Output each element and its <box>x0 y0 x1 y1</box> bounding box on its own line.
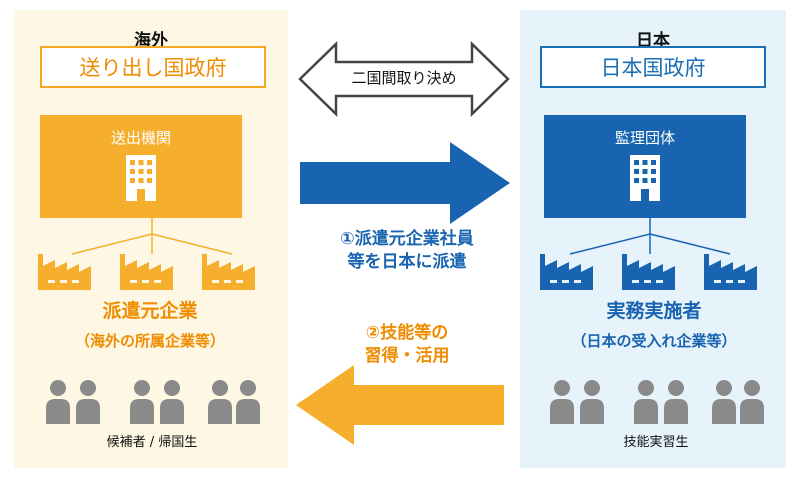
factory-icon <box>202 254 255 290</box>
person-icon <box>160 380 184 424</box>
person-icon <box>130 380 154 424</box>
person-icon <box>740 380 764 424</box>
skills-return-arrow <box>296 365 504 445</box>
supervising-organization-label: 監理団体 <box>614 129 675 147</box>
sending-companies-title: 派遣元企業 <box>102 300 198 322</box>
sending-government-label: 送り出し国政府 <box>79 56 227 80</box>
candidates-people-icons <box>46 380 260 424</box>
japan-government-label: 日本国政府 <box>600 56 706 80</box>
person-icon <box>46 380 70 424</box>
person-icon <box>712 380 736 424</box>
person-icon <box>550 380 574 424</box>
supervising-organization-box: 監理団体 <box>544 115 746 218</box>
trainees-label: 技能実習生 <box>623 435 689 450</box>
factory-icon <box>704 254 757 290</box>
factory-icon <box>38 254 91 290</box>
person-icon <box>664 380 688 424</box>
japan-government-box: 日本国政府 <box>540 46 766 88</box>
person-icon <box>634 380 658 424</box>
receiving-companies-title: 実務実施者 <box>606 300 702 322</box>
building-icon <box>630 155 660 201</box>
receiving-companies-subtitle: （日本の受入れ企業等） <box>571 332 737 350</box>
agreement-label: 二国間取り決め <box>351 69 457 87</box>
candidates-label: 候補者 / 帰国生 <box>106 435 198 450</box>
factory-icon <box>540 254 593 290</box>
person-icon <box>580 380 604 424</box>
person-icon <box>76 380 100 424</box>
trainees-people-icons <box>550 380 764 424</box>
agreement-double-arrow <box>298 41 510 117</box>
receiving-companies-group <box>540 218 757 290</box>
dispatch-arrow <box>300 142 510 224</box>
sending-organization-box: 送出機関 <box>40 115 242 218</box>
sending-government-box: 送り出し国政府 <box>40 46 266 88</box>
factory-icon <box>622 254 675 290</box>
building-icon <box>126 155 156 201</box>
factory-icon <box>120 254 173 290</box>
person-icon <box>236 380 260 424</box>
sending-companies-subtitle: （海外の所属企業等） <box>74 332 225 350</box>
dispatch-label: ①派遣元企業社員 等を日本に派遣 <box>340 229 474 272</box>
person-icon <box>208 380 232 424</box>
skills-label: ②技能等の 習得・活用 <box>364 323 450 366</box>
sending-companies-group <box>38 218 255 290</box>
sending-organization-label: 送出機関 <box>110 129 171 147</box>
